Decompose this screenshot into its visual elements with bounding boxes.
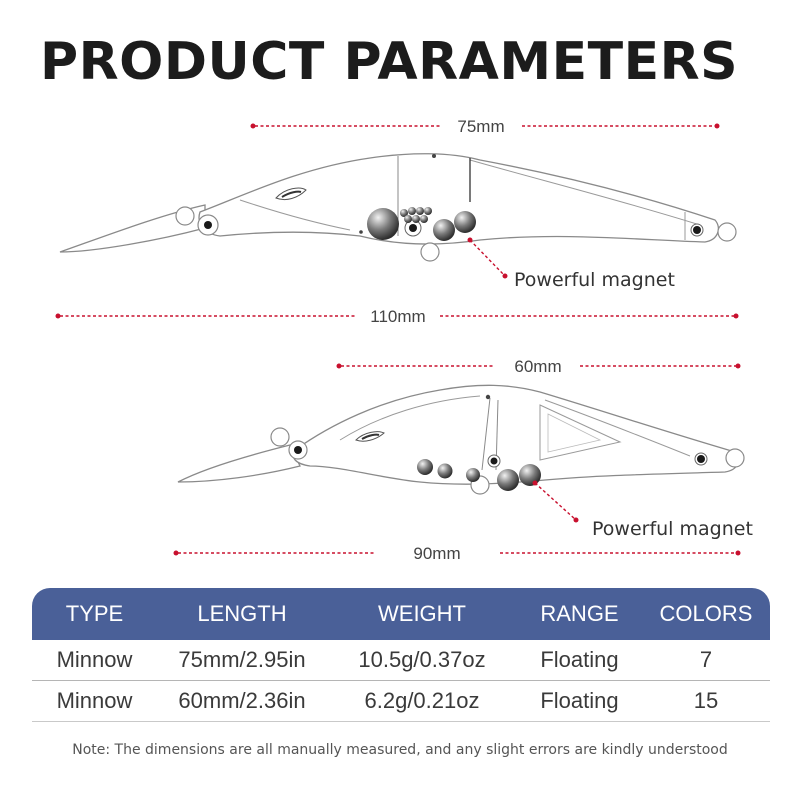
lure-2-magnet-callout: Powerful magnet (532, 480, 753, 540)
header-type: TYPE (65, 601, 124, 626)
cell-weight: 10.5g/0.37oz (327, 640, 517, 681)
lure-2-drawing: 60mm (173, 357, 753, 563)
cell-type: Minnow (32, 640, 157, 681)
cell-range: Floating (517, 640, 642, 681)
header-length: LENGTH (197, 601, 287, 626)
lure-2-magnet-label: Powerful magnet (592, 518, 753, 540)
lure-1-lip (59, 204, 206, 253)
lure-2-weights (417, 459, 541, 491)
cell-weight: 6.2g/0.21oz (327, 680, 517, 722)
cell-length: 60mm/2.36in (157, 680, 327, 722)
lure-2-body (292, 384, 739, 485)
lure-2-body-length: 60mm (514, 357, 561, 376)
lure-1-magnet-label: Powerful magnet (514, 269, 675, 291)
cell-range: Floating (517, 680, 642, 722)
lure-2-total-length-dimension: 90mm (173, 544, 741, 563)
table-header-row: TYPE LENGTH WEIGHT RANGE COLORS (32, 588, 770, 640)
lure-1-total-length-dimension: 110mm (55, 307, 739, 326)
header-colors: COLORS (659, 601, 753, 626)
lure-1-total-length: 110mm (370, 307, 425, 326)
header-weight: WEIGHT (378, 601, 466, 626)
cell-type: Minnow (32, 680, 157, 722)
cell-length: 75mm/2.95in (157, 640, 327, 681)
cell-colors: 7 (642, 640, 770, 681)
lure-1-body (198, 153, 719, 245)
lure-1-body-length: 75mm (457, 117, 504, 136)
lure-1-body-length-dimension: 75mm (250, 117, 720, 136)
lure-1-magnet-callout: Powerful magnet (467, 237, 675, 291)
product-spec-table: TYPE LENGTH WEIGHT RANGE COLORS Minnow 7… (32, 588, 770, 722)
page-title: PRODUCT PARAMETERS (40, 32, 739, 92)
lure-1-weights (367, 207, 476, 241)
lure-2-total-length: 90mm (413, 544, 460, 563)
lure-1-drawing: 75mm (55, 117, 739, 326)
lure-2-body-length-dimension: 60mm (336, 357, 741, 376)
lure-2-lip (177, 444, 301, 483)
header-range: RANGE (540, 601, 619, 626)
table-row: Minnow 60mm/2.36in 6.2g/0.21oz Floating … (32, 680, 770, 722)
cell-colors: 15 (642, 680, 770, 722)
measurement-note: Note: The dimensions are all manually me… (72, 742, 728, 758)
table-row: Minnow 75mm/2.95in 10.5g/0.37oz Floating… (32, 640, 770, 681)
